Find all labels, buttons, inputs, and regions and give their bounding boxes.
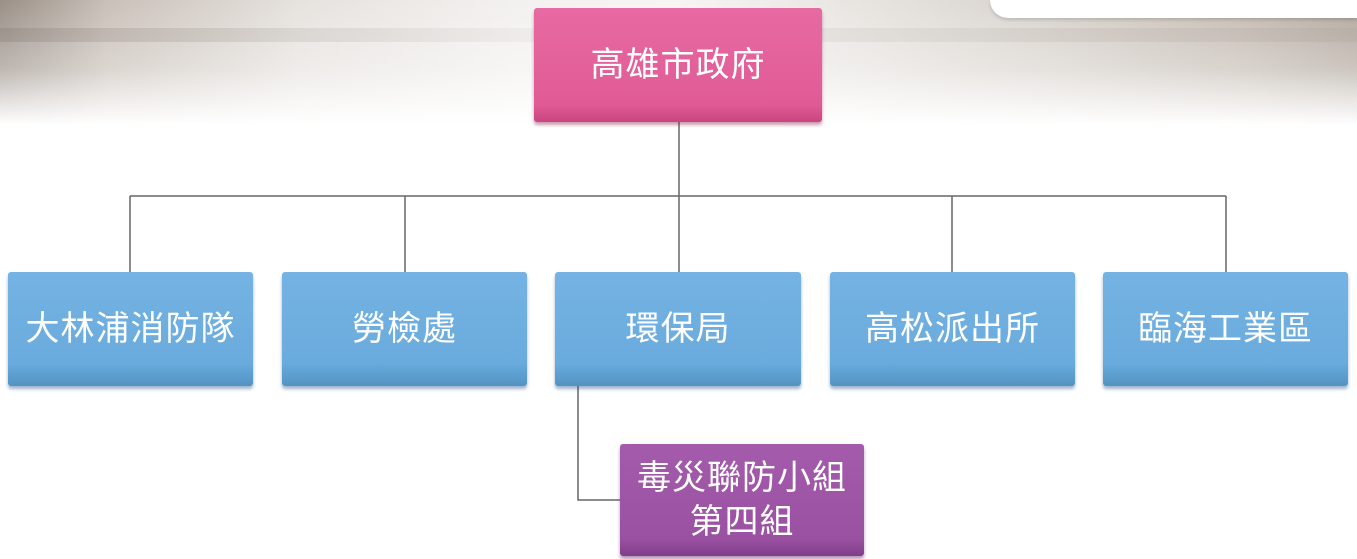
sub-unit-node: 毒災聯防小組 第四組 [620,444,864,556]
unit-node-2: 勞檢處 [282,272,527,386]
unit-node-label: 勞檢處 [352,308,457,349]
unit-node-label: 大林浦消防隊 [25,308,236,349]
unit-node-5: 臨海工業區 [1103,272,1348,386]
unit-node-label: 環保局 [625,308,731,349]
root-node: 高雄市政府 [534,8,822,122]
unit-node-3: 環保局 [555,272,801,386]
sub-unit-connector [577,386,620,501]
unit-node-4: 高松派出所 [830,272,1075,386]
background-paper [990,0,1357,18]
root-node-label: 高雄市政府 [590,44,766,85]
sub-unit-label-line1: 毒災聯防小組 [637,457,847,498]
unit-node-label: 高松派出所 [865,308,1040,349]
unit-node-1: 大林浦消防隊 [8,272,253,386]
sub-unit-label-line2: 第四組 [689,502,795,542]
unit-node-label: 臨海工業區 [1138,308,1313,349]
